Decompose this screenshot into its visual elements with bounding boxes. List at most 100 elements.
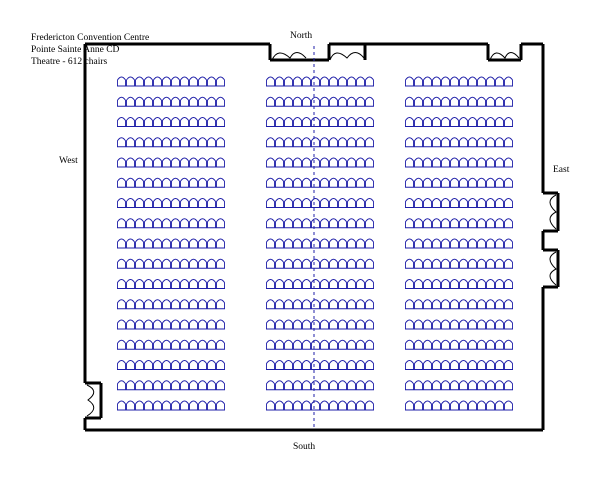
- chair: [207, 218, 216, 228]
- chair: [459, 380, 468, 390]
- chair: [356, 198, 365, 208]
- chair: [293, 137, 302, 147]
- chair: [275, 319, 284, 329]
- chair: [423, 299, 432, 309]
- chair: [216, 177, 225, 188]
- chair: [495, 299, 504, 309]
- chair: [311, 218, 320, 228]
- chair: [459, 198, 468, 208]
- chair: [153, 299, 162, 309]
- chair: [504, 177, 513, 188]
- chair: [153, 218, 162, 228]
- chair: [459, 238, 468, 248]
- chair: [450, 218, 459, 228]
- chair: [450, 177, 459, 188]
- chair: [216, 76, 225, 86]
- chair: [468, 400, 477, 410]
- chair: [311, 177, 320, 188]
- chair: [414, 238, 423, 248]
- chair: [126, 157, 135, 167]
- chair: [477, 117, 486, 127]
- chair: [144, 218, 153, 228]
- chair: [198, 238, 207, 248]
- chair: [171, 157, 180, 167]
- chair: [284, 258, 293, 269]
- chair: [126, 117, 135, 127]
- chair: [495, 218, 504, 228]
- chair: [117, 96, 126, 107]
- chair: [477, 177, 486, 188]
- chair: [320, 218, 329, 228]
- chair: [495, 117, 504, 127]
- chair: [302, 319, 311, 329]
- chair: [207, 319, 216, 329]
- chair: [302, 137, 311, 147]
- chair: [495, 279, 504, 289]
- chair: [126, 380, 135, 390]
- chair: [365, 238, 374, 248]
- chair: [365, 360, 374, 370]
- chair: [329, 76, 338, 86]
- chair: [347, 218, 356, 228]
- chair: [486, 198, 495, 208]
- chair: [441, 279, 450, 289]
- chair: [432, 177, 441, 188]
- chair: [347, 258, 356, 269]
- chair: [207, 96, 216, 107]
- chair: [293, 198, 302, 208]
- chair: [302, 218, 311, 228]
- chair: [180, 400, 189, 410]
- chair: [293, 380, 302, 390]
- chair: [144, 238, 153, 248]
- chair: [275, 380, 284, 390]
- chair: [275, 279, 284, 289]
- chair: [293, 117, 302, 127]
- chair: [153, 177, 162, 188]
- chair: [365, 137, 374, 147]
- chair: [302, 198, 311, 208]
- chair: [117, 137, 126, 147]
- chair: [320, 319, 329, 329]
- chair: [189, 279, 198, 289]
- chair: [180, 157, 189, 167]
- chair: [347, 96, 356, 107]
- chair: [162, 319, 171, 329]
- chair: [477, 258, 486, 269]
- chair: [320, 76, 329, 86]
- chair: [198, 339, 207, 350]
- chair: [284, 117, 293, 127]
- chair: [405, 400, 414, 410]
- chair: [450, 299, 459, 309]
- chair: [302, 360, 311, 370]
- chair: [329, 117, 338, 127]
- chair: [329, 380, 338, 390]
- chair: [144, 198, 153, 208]
- chair: [284, 400, 293, 410]
- chair: [162, 218, 171, 228]
- chair: [207, 258, 216, 269]
- chair: [162, 198, 171, 208]
- chair: [329, 360, 338, 370]
- chair: [180, 339, 189, 350]
- chair: [486, 117, 495, 127]
- chair: [117, 258, 126, 269]
- chair: [162, 279, 171, 289]
- chair: [441, 258, 450, 269]
- chair: [423, 258, 432, 269]
- chair: [117, 238, 126, 248]
- chair: [207, 76, 216, 86]
- chair: [329, 400, 338, 410]
- chair: [117, 198, 126, 208]
- chair: [144, 400, 153, 410]
- chair: [293, 218, 302, 228]
- chair: [405, 360, 414, 370]
- chair: [320, 299, 329, 309]
- chair: [320, 279, 329, 289]
- chair: [441, 177, 450, 188]
- chair: [189, 258, 198, 269]
- chair: [144, 137, 153, 147]
- chair: [171, 238, 180, 248]
- chair: [180, 177, 189, 188]
- chair: [486, 96, 495, 107]
